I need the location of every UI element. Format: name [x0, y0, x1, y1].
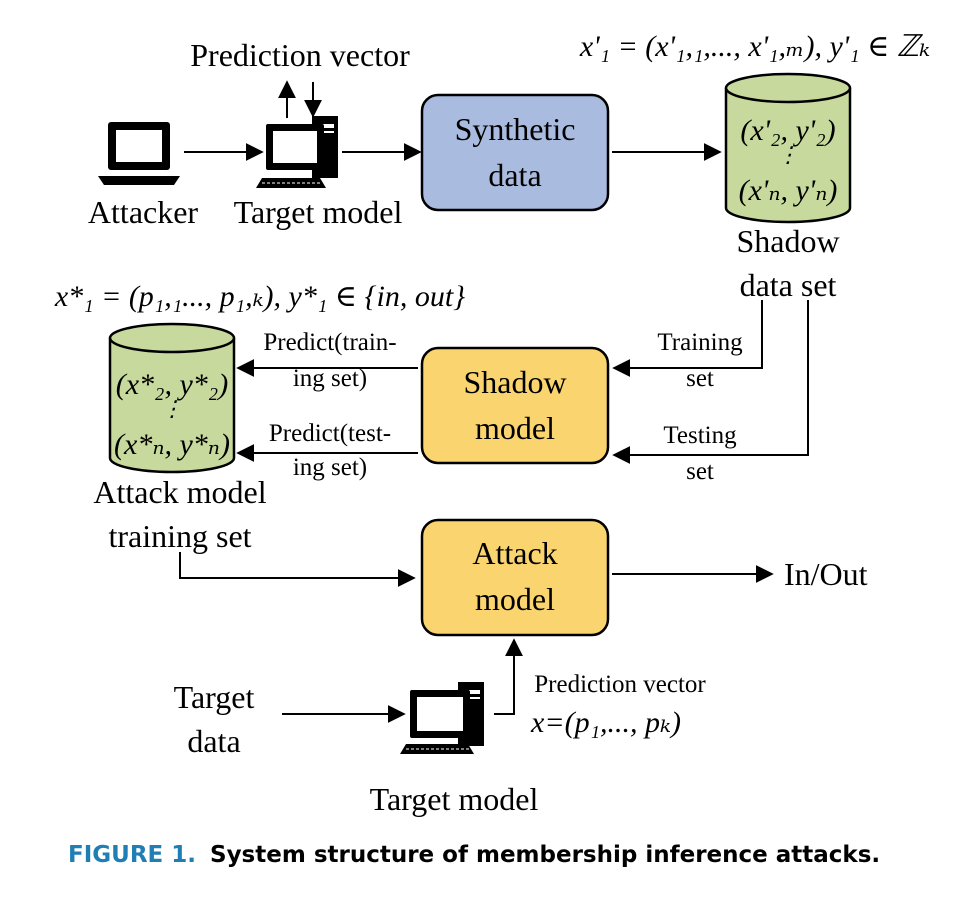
in-out-label: In/Out [784, 556, 868, 592]
attack-cylinder-row1: (x*₂, y*₂) [116, 368, 228, 401]
target-model-bottom-label: Target model [370, 781, 539, 817]
arrow-training-to-attack [179, 552, 416, 587]
predict-testing-line2: ing set) [293, 454, 367, 481]
attack-training-label-line2: training set [108, 518, 251, 554]
arrow-testing-set [612, 300, 809, 464]
predict-testing-line1: Predict(test- [269, 420, 391, 447]
predict-training-line2: ing set) [293, 365, 367, 392]
shadow-cylinder-ellipsis: ⋮ [777, 142, 799, 167]
desktop-computer-icon [256, 116, 338, 188]
training-set-label-line2: set [686, 365, 714, 392]
synthetic-data-label-line1: Synthetic [455, 111, 576, 147]
target-data-label-line2: data [187, 723, 240, 759]
arrow-target-to-attack-model [494, 638, 523, 715]
synthetic-data-box [420, 93, 610, 212]
predict-training-line1: Predict(train- [263, 329, 396, 356]
testing-set-label-line1: Testing [663, 422, 737, 449]
laptop-icon [98, 122, 180, 185]
shadow-data-cylinder [724, 72, 852, 224]
shadow-cylinder-row1: (x'₂, y'₂) [740, 114, 835, 147]
attack-model-label-line2: model [475, 581, 555, 617]
formula-top: x'₁ = (x'₁,₁,..., x'₁,ₘ), y'₁ ∈ ℤₖ [579, 30, 930, 63]
shadow-cylinder-row2: (x'ₙ, y'ₙ) [739, 174, 838, 207]
formula-bottom: x=(p₁,..., pₖ) [530, 706, 681, 739]
shadow-dataset-label-line1: Shadow [736, 223, 839, 259]
attack-model-box [420, 518, 610, 637]
testing-set-label-line2: set [686, 458, 714, 485]
attack-model-label-line1: Attack [472, 535, 557, 571]
attack-training-cylinder [108, 322, 236, 474]
shadow-model-label-line1: Shadow [463, 364, 566, 400]
shadow-dataset-label-line2: data set [740, 267, 837, 303]
formula-mid: x*₁ = (p₁,₁..., p₁,ₖ), y*₁ ∈ {in, out} [54, 280, 465, 313]
attacker-label: Attacker [88, 194, 199, 230]
figure-caption: FIGURE 1. System structure of membership… [68, 842, 880, 868]
synthetic-data-label-line2: data [488, 157, 541, 193]
desktop-computer-icon [400, 682, 484, 754]
figure-number: FIGURE 1. [68, 842, 196, 868]
shadow-model-box [420, 346, 610, 465]
attack-training-label-line1: Attack model [93, 474, 266, 510]
attack-cylinder-row2: (x*ₙ, y*ₙ) [114, 428, 230, 461]
target-model-top-label: Target model [234, 194, 403, 230]
prediction-vector-bottom-label: Prediction vector [534, 671, 706, 698]
figure-caption-text: System structure of membership inference… [210, 842, 880, 868]
attack-cylinder-ellipsis: ⋮ [161, 396, 183, 421]
prediction-vector-top-label: Prediction vector [190, 37, 410, 73]
shadow-model-label-line2: model [475, 410, 555, 446]
arrow-training-set [612, 300, 763, 377]
target-data-label-line1: Target [174, 679, 255, 715]
training-set-label-line1: Training [657, 329, 743, 356]
